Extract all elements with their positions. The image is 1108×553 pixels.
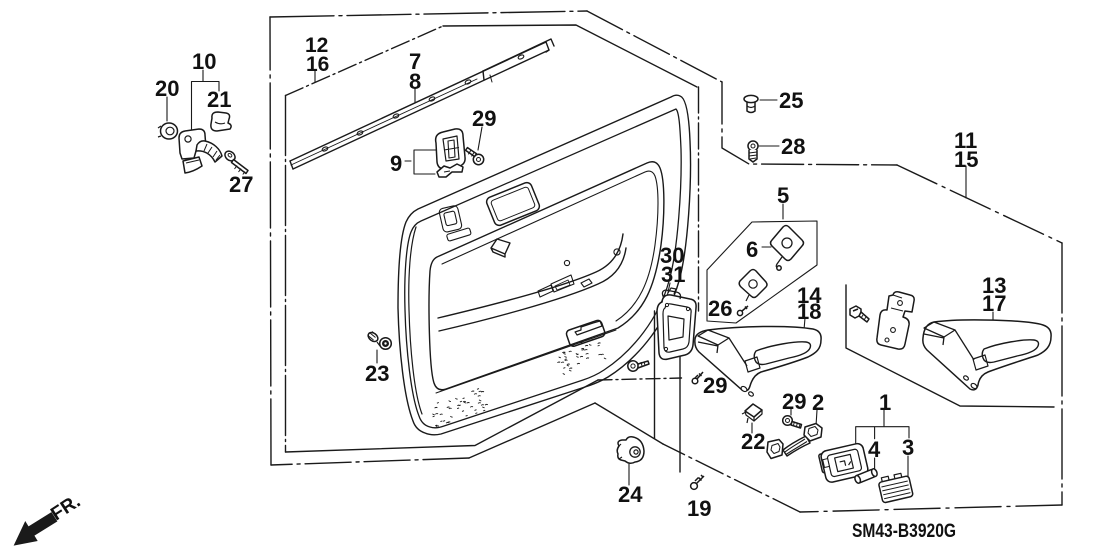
svg-text:23: 23 bbox=[365, 361, 389, 386]
svg-text:6: 6 bbox=[746, 237, 758, 262]
svg-text:26: 26 bbox=[708, 296, 732, 321]
svg-text:1: 1 bbox=[879, 390, 891, 415]
svg-text:29: 29 bbox=[703, 373, 727, 398]
svg-text:29: 29 bbox=[782, 389, 806, 414]
svg-text:3: 3 bbox=[902, 435, 914, 460]
svg-text:29: 29 bbox=[472, 106, 496, 131]
svg-text:4: 4 bbox=[868, 437, 881, 462]
svg-text:12: 12 bbox=[305, 34, 328, 57]
svg-text:18: 18 bbox=[797, 299, 821, 324]
svg-text:30: 30 bbox=[660, 243, 684, 268]
svg-text:20: 20 bbox=[155, 76, 179, 101]
svg-text:9: 9 bbox=[390, 151, 402, 176]
svg-text:28: 28 bbox=[781, 134, 805, 159]
svg-text:SM43-B3920G: SM43-B3920G bbox=[852, 521, 956, 542]
svg-text:5: 5 bbox=[777, 183, 789, 208]
svg-text:14: 14 bbox=[797, 283, 822, 308]
svg-text:2: 2 bbox=[812, 390, 824, 415]
svg-text:19: 19 bbox=[687, 496, 711, 521]
svg-text:21: 21 bbox=[207, 87, 231, 112]
svg-text:13: 13 bbox=[982, 273, 1006, 298]
svg-text:11: 11 bbox=[954, 128, 977, 153]
svg-text:24: 24 bbox=[618, 482, 643, 507]
svg-text:15: 15 bbox=[954, 147, 978, 172]
svg-text:8: 8 bbox=[409, 69, 421, 94]
svg-text:7: 7 bbox=[409, 49, 421, 74]
svg-text:16: 16 bbox=[306, 53, 329, 76]
svg-text:17: 17 bbox=[982, 291, 1006, 316]
svg-text:25: 25 bbox=[779, 88, 803, 113]
svg-text:10: 10 bbox=[192, 49, 216, 74]
svg-text:22: 22 bbox=[741, 429, 765, 454]
svg-text:31: 31 bbox=[661, 262, 685, 287]
svg-text:27: 27 bbox=[229, 172, 253, 197]
